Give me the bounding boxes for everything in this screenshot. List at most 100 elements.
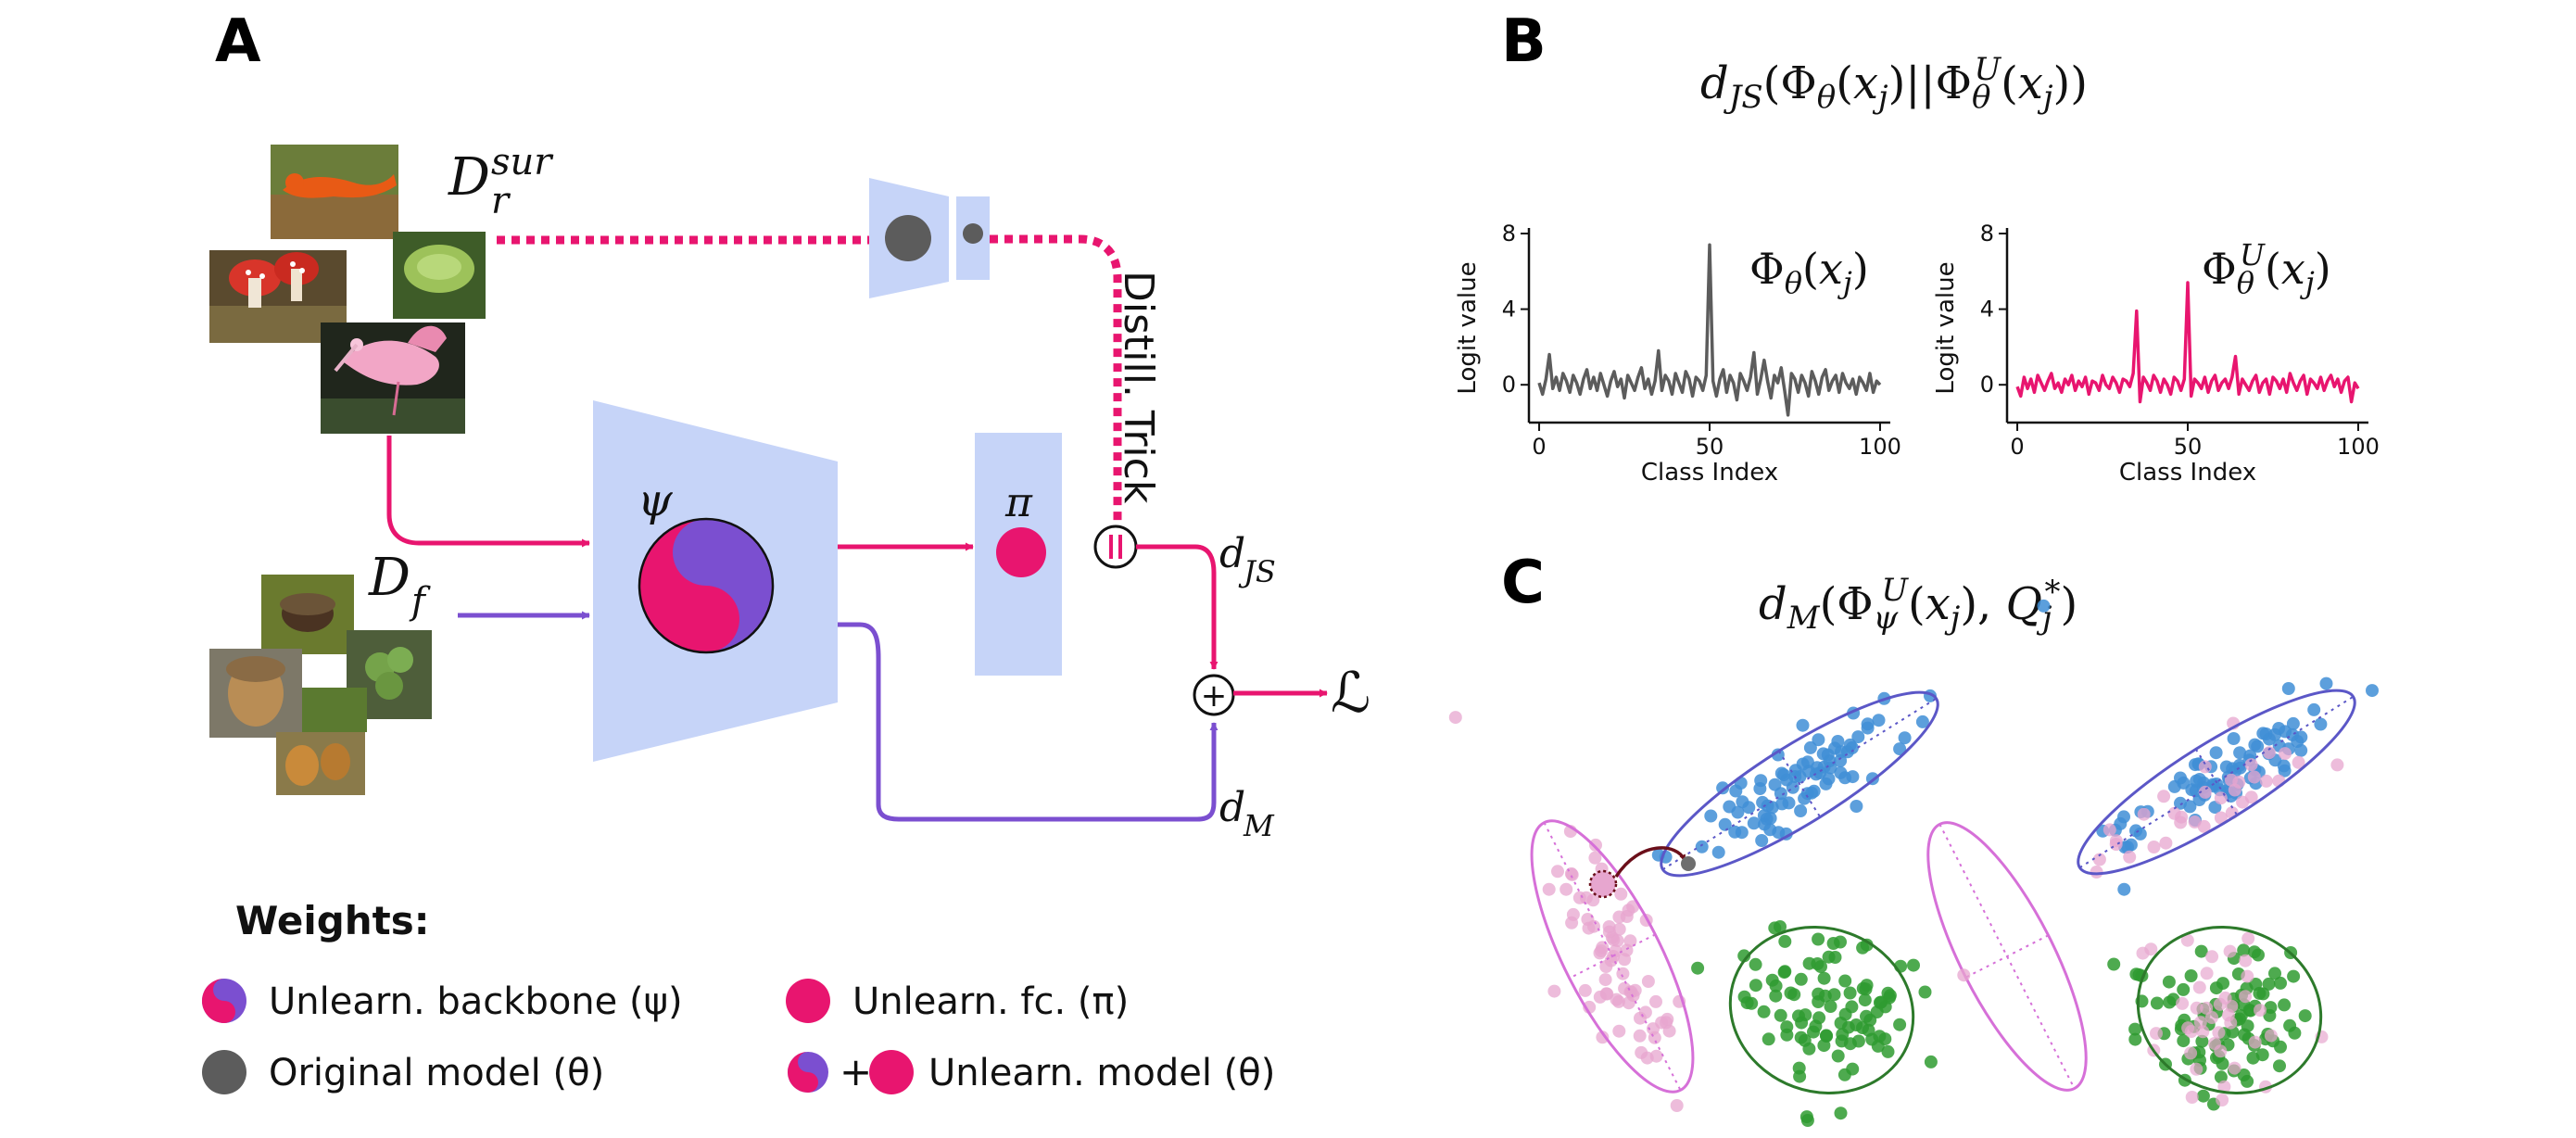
retain-point-green bbox=[1777, 966, 1791, 980]
forget-point-after-green bbox=[2200, 967, 2214, 980]
retain-point-green bbox=[1859, 982, 1873, 996]
retain-point-blue-after bbox=[2314, 717, 2328, 731]
retain-point-blue bbox=[1811, 761, 1824, 775]
retain-point-blue bbox=[1788, 764, 1802, 778]
retain-point-green bbox=[1838, 1007, 1852, 1021]
retain-point-blue-after bbox=[2227, 732, 2241, 745]
forget-point-after bbox=[2157, 790, 2171, 803]
forget-point bbox=[1599, 960, 1613, 973]
forget-point-after bbox=[2159, 836, 2173, 850]
retain-point-green bbox=[1881, 986, 1895, 1000]
x-tick-label: 50 bbox=[1696, 434, 1724, 460]
series-line bbox=[1537, 243, 1882, 417]
forget-point-after bbox=[2174, 816, 2188, 829]
forget-point-after-green bbox=[2190, 1062, 2203, 1076]
image-spoonbill bbox=[321, 322, 465, 434]
retain-point-blue-after bbox=[2233, 746, 2247, 760]
legend-fc-label: Unlearn. fc. (π) bbox=[852, 980, 1129, 1023]
retain-point-green-after bbox=[2262, 977, 2276, 991]
forget-point-after bbox=[1957, 968, 1971, 982]
forget-point-after-green bbox=[2184, 1025, 2198, 1038]
retain-point-green bbox=[1860, 938, 1874, 952]
svg-text:ΦθU(xj): ΦθU(xj) bbox=[2202, 237, 2331, 300]
forget-point bbox=[1614, 887, 1628, 901]
retain-point-green-after bbox=[2177, 1034, 2191, 1048]
forget-point bbox=[1566, 907, 1580, 921]
forget-point bbox=[1612, 922, 1626, 936]
retain-point-blue bbox=[1736, 795, 1749, 809]
retain-point-blue bbox=[1898, 731, 1912, 745]
retain-point-green-after bbox=[2287, 969, 2301, 983]
y-tick-label: 8 bbox=[1502, 221, 1516, 247]
forget-ellipse-major-axis bbox=[1543, 822, 1682, 1091]
forget-point-after bbox=[2109, 838, 2123, 851]
retain-point-green-after bbox=[2274, 976, 2287, 990]
retain-point-blue-after bbox=[2286, 716, 2300, 730]
forget-point-after-green bbox=[2205, 1011, 2218, 1024]
forget-images bbox=[209, 575, 432, 795]
legend-fc-icon bbox=[786, 979, 830, 1023]
retain-point-blue bbox=[1872, 714, 1886, 727]
retain-point-green bbox=[1834, 1106, 1848, 1120]
forget-point bbox=[1602, 920, 1616, 933]
forget-point-after bbox=[2232, 775, 2246, 789]
x-tick-label: 0 bbox=[2010, 434, 2024, 460]
svg-text:dM(ΦψU(xj), Qj*): dM(ΦψU(xj), Qj*) bbox=[1759, 572, 2077, 637]
retain-point-blue-after bbox=[2291, 735, 2305, 748]
retain-point-green bbox=[1858, 993, 1872, 1007]
retain-point-green bbox=[1837, 1068, 1851, 1081]
forget-point-after bbox=[2279, 747, 2292, 761]
svg-text:dJS(Φθ(xj)||ΦθU(xj)): dJS(Φθ(xj)||ΦθU(xj)) bbox=[1700, 51, 2088, 116]
forget-point bbox=[1596, 941, 1610, 955]
forget-point-after bbox=[2259, 774, 2273, 788]
forget-point-after-green bbox=[2241, 969, 2254, 983]
forget-point-after-green bbox=[2248, 1035, 2262, 1049]
retain-point-green bbox=[1774, 1008, 1787, 1022]
retain-point-blue bbox=[1822, 772, 1836, 786]
forget-point-after-green bbox=[2224, 1016, 2238, 1030]
retain-point-blue bbox=[1775, 797, 1789, 811]
moved-sample-origin bbox=[1588, 869, 1618, 899]
retain-point-green bbox=[1811, 957, 1825, 970]
forget-point-after-green bbox=[2185, 1091, 2199, 1104]
legend: Weights: Unlearn. backbone (ψ) Unlearn. … bbox=[202, 898, 1275, 1094]
retain-point-green bbox=[1762, 1032, 1775, 1046]
retain-point-green-after bbox=[2150, 996, 2164, 1010]
forget-point-after bbox=[2090, 866, 2103, 879]
x-axis-label: Class Index bbox=[2119, 459, 2256, 487]
retain-point-green bbox=[1691, 961, 1705, 975]
retain-point-green bbox=[1824, 1000, 1837, 1013]
djs-label: d JS bbox=[1219, 530, 1276, 589]
retain-point-blue bbox=[1838, 771, 1852, 785]
retain-point-green bbox=[1893, 1018, 1907, 1031]
svg-text:ψ: ψ bbox=[638, 474, 674, 526]
retain-point-blue bbox=[1845, 741, 1859, 754]
retain-point-green-after bbox=[2278, 998, 2292, 1012]
target-ellipse-minor-axis bbox=[1964, 934, 2050, 979]
retain-point-green bbox=[1878, 1032, 1892, 1046]
loss-label: ℒ bbox=[1331, 661, 1370, 726]
forget-point bbox=[1547, 984, 1561, 998]
retain-point-blue bbox=[1765, 801, 1779, 815]
retain-point-green-after bbox=[2107, 957, 2121, 971]
retain-point-blue bbox=[1861, 721, 1875, 735]
retain-point-blue bbox=[1893, 742, 1907, 756]
retain-point-green bbox=[1862, 1023, 1875, 1037]
y-tick-label: 4 bbox=[1502, 297, 1516, 322]
x-tick-label: 0 bbox=[1532, 434, 1546, 460]
retain-point-blue-after bbox=[2209, 746, 2223, 760]
image-acorn-4 bbox=[302, 688, 367, 732]
retain-point-blue bbox=[1796, 718, 1810, 732]
forget-point-after-green bbox=[2214, 1044, 2228, 1058]
forget-point-after-green bbox=[2254, 1004, 2267, 1018]
moved-sample-arrow bbox=[1614, 846, 1686, 878]
fc-node-icon bbox=[996, 527, 1046, 577]
retain-point-green bbox=[1817, 971, 1831, 985]
y-tick-label: 0 bbox=[1980, 372, 1994, 398]
forget-point bbox=[1648, 1031, 1661, 1044]
retain-point-blue bbox=[1798, 791, 1812, 805]
forget-point bbox=[1635, 1045, 1648, 1059]
retain-point-green bbox=[1780, 1028, 1794, 1042]
retain-point-green bbox=[1907, 958, 1920, 972]
y-axis-label: Logit value bbox=[1932, 261, 1960, 394]
